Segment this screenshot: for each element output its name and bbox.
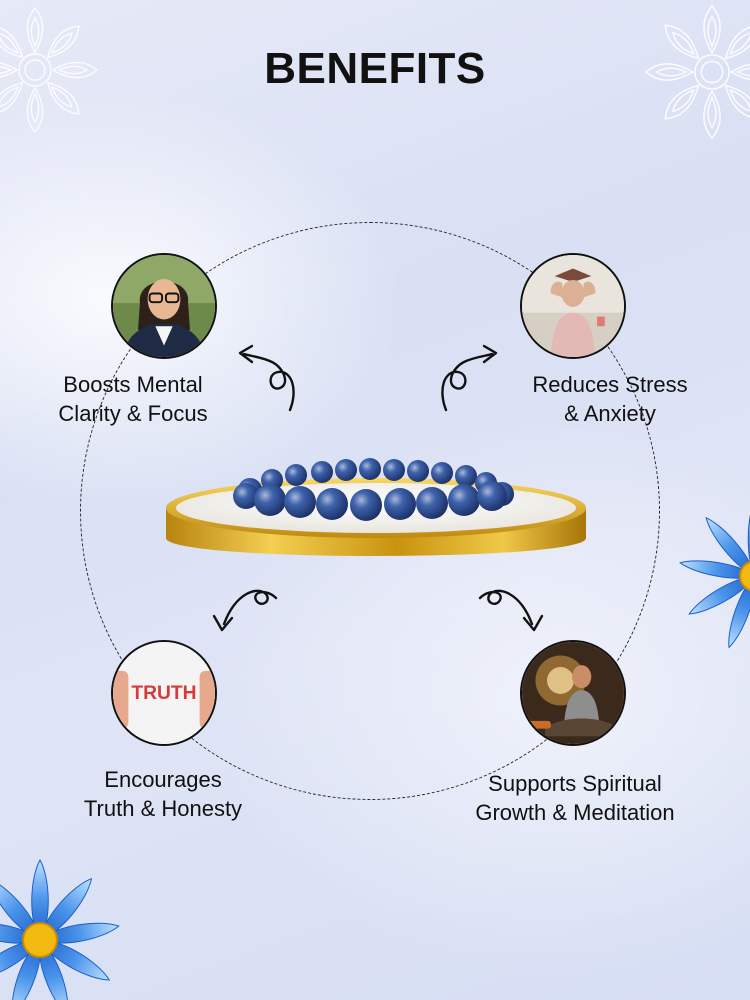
avatar-truth: TRUTH xyxy=(111,640,217,746)
benefit-line: Boosts Mental xyxy=(63,372,203,397)
page-title: BENEFITS xyxy=(264,44,486,93)
mandala-icon xyxy=(645,4,750,139)
benefit-line: & Anxiety xyxy=(564,401,656,426)
flower-icon xyxy=(678,512,750,651)
curly-arrow-icon xyxy=(441,344,498,412)
benefit-caption: Boosts Mental Clarity & Focus xyxy=(28,370,238,428)
flower-icon xyxy=(0,858,121,1000)
product-image xyxy=(160,450,592,590)
benefit-caption: Supports Spiritual Growth & Meditation xyxy=(455,769,695,827)
benefit-line: Growth & Meditation xyxy=(475,800,675,825)
curly-arrow-icon xyxy=(238,344,295,412)
benefit-line: Supports Spiritual xyxy=(488,771,662,796)
benefit-line: Reduces Stress xyxy=(532,372,688,397)
avatar-mental-clarity xyxy=(111,253,217,359)
curly-arrow-icon xyxy=(212,589,278,632)
avatar-stress-relief xyxy=(520,253,626,359)
curly-arrow-icon xyxy=(478,589,544,632)
truth-card-text: TRUTH xyxy=(131,683,196,704)
benefit-line: Truth & Honesty xyxy=(83,796,243,821)
benefit-caption: Encourages Truth & Honesty xyxy=(58,765,268,823)
avatar-meditation xyxy=(520,640,626,746)
dashed-circle xyxy=(80,222,660,800)
benefit-line: Clarity & Focus xyxy=(58,401,208,426)
benefit-caption: Reduces Stress & Anxiety xyxy=(505,370,715,428)
benefit-line: Encourages xyxy=(104,767,222,792)
mandala-icon xyxy=(0,6,98,133)
